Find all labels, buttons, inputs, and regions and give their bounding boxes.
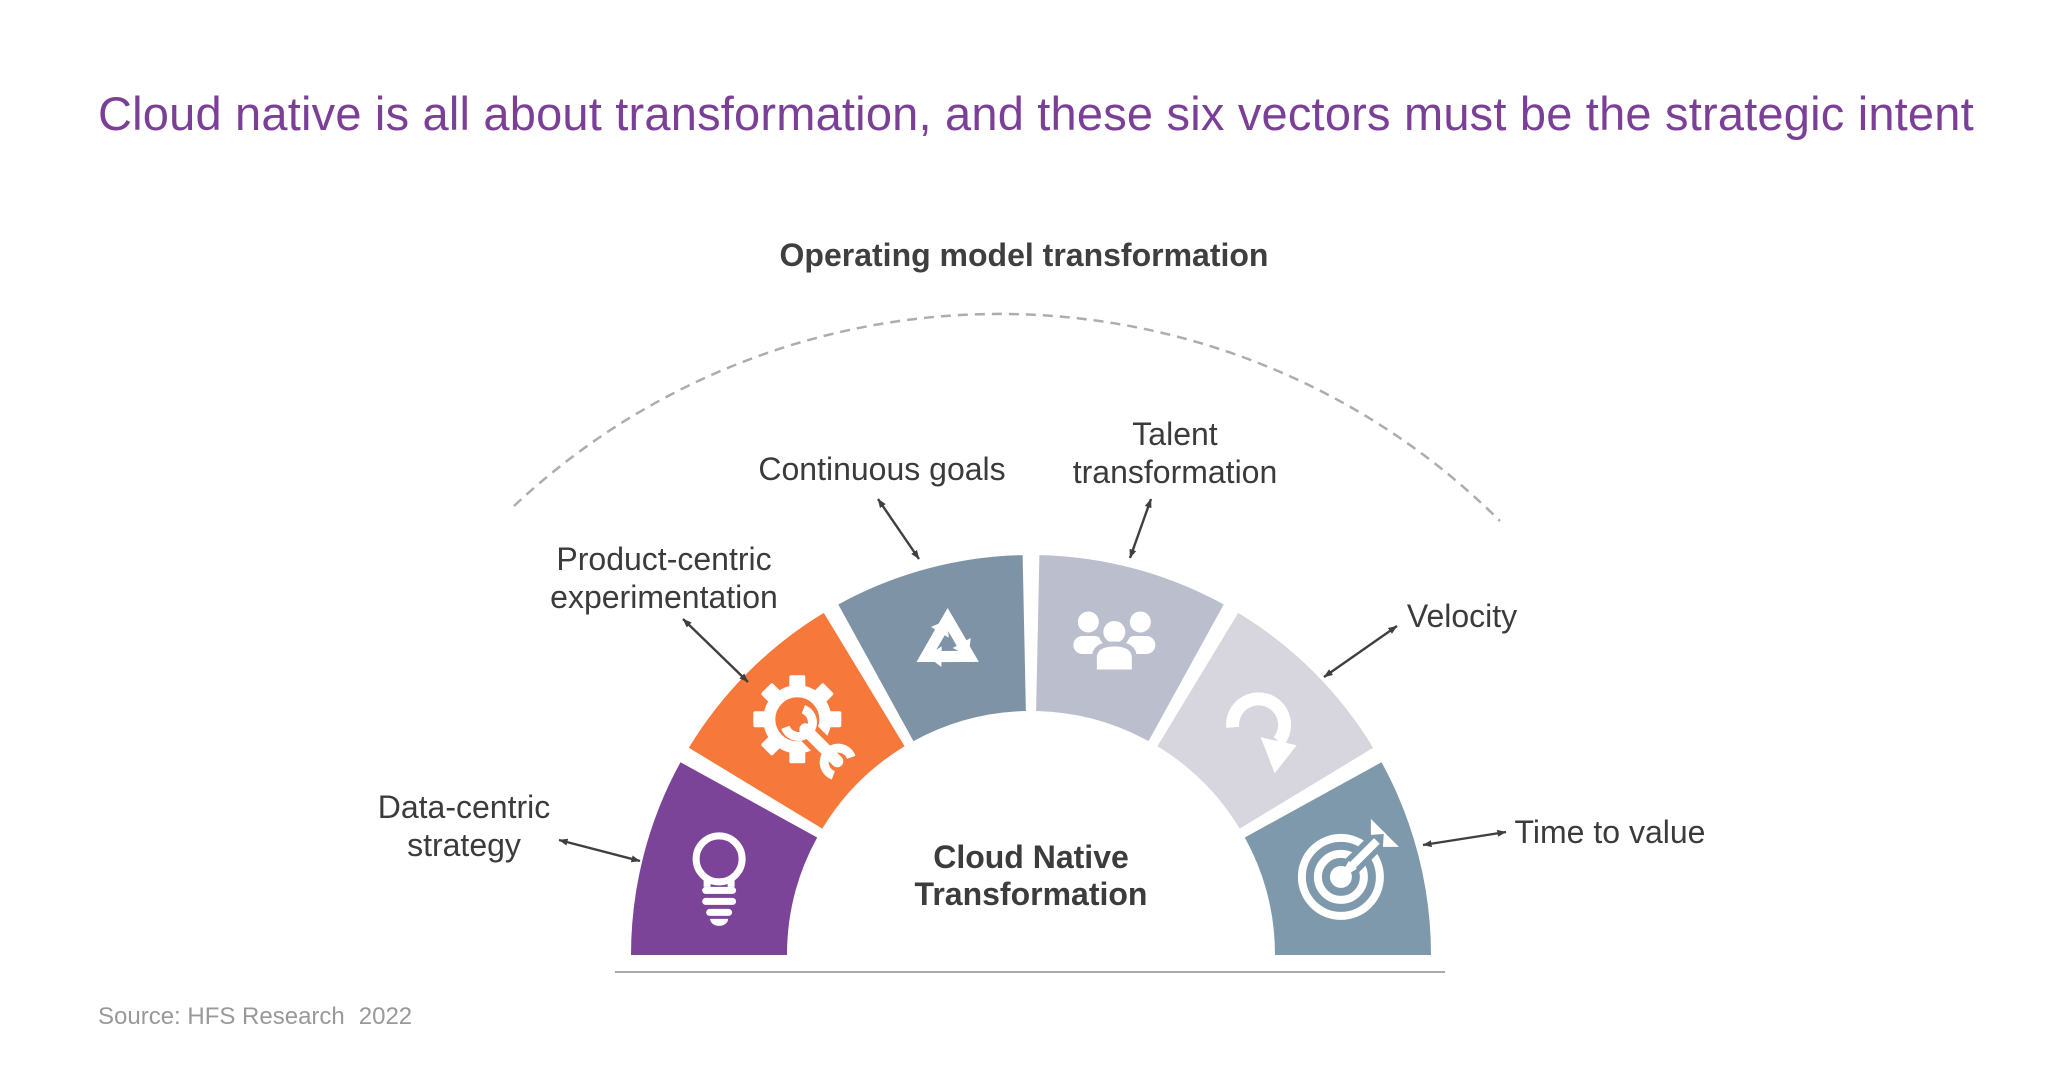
recycle-icon — [916, 607, 979, 667]
callout-arrow-time-to-value — [1422, 829, 1507, 848]
center-label: Cloud Native Transformation — [915, 839, 1148, 913]
segment-velocity — [1157, 612, 1374, 829]
lightbulb-icon — [692, 832, 746, 926]
callout-label-line: Continuous goals — [758, 451, 1006, 487]
callout-label-line: experimentation — [550, 579, 778, 615]
callout-arrow-product-centric-experimentation — [682, 618, 749, 683]
source-year: 2022 — [358, 1003, 413, 1030]
callout-label-line: Data-centric — [377, 789, 551, 825]
people-icon — [1073, 611, 1156, 675]
callout-label-continuous-goals: Continuous goals — [758, 450, 1005, 488]
target-icon — [1297, 818, 1399, 920]
source-note: Source: HFS Research 2022 — [98, 1003, 412, 1031]
segment-data-centric-strategy — [631, 762, 818, 955]
operating-model-dashed-arc — [513, 312, 1501, 522]
callout-label-line: Time to value — [1514, 814, 1706, 850]
slide-title: Cloud native is all about transformation… — [98, 87, 1974, 140]
callout-label-line: strategy — [407, 827, 521, 863]
center-label-line1: Cloud Native — [933, 839, 1129, 875]
callout-label-line: transformation — [1072, 454, 1278, 490]
callout-label-line: Product-centric — [556, 541, 772, 577]
source-label: Source: HFS Research — [98, 1003, 345, 1030]
callout-arrow-data-centric-strategy — [558, 838, 641, 863]
segment-time-to-value — [1244, 762, 1431, 955]
callout-arrow-talent-transformation — [1128, 498, 1153, 559]
callout-label-velocity: Velocity — [1407, 597, 1517, 635]
operating-model-header: Operating model transformation — [779, 237, 1269, 273]
redo-arrow-icon — [1226, 692, 1297, 774]
callout-arrow-velocity — [1323, 625, 1398, 678]
center-label-line2: Transformation — [914, 876, 1148, 912]
callout-label-line: Velocity — [1406, 598, 1518, 634]
gear-wrench-icon — [753, 675, 856, 780]
callout-arrow-continuous-goals — [877, 498, 920, 560]
segment-product-centric-experimentation — [688, 612, 905, 829]
callout-label-line: Talent — [1132, 416, 1218, 452]
callout-label-time-to-value: Time to value — [1515, 813, 1706, 851]
